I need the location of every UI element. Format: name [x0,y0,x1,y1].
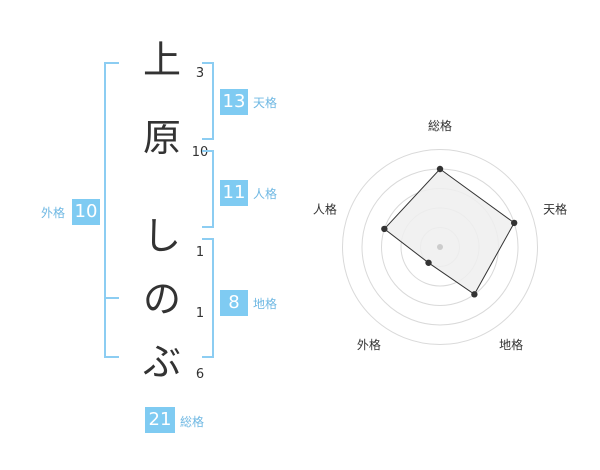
radar-center-dot [437,244,443,250]
name-char-5: ぶ [142,340,181,384]
gaikaku-label: 外格 [41,206,66,220]
radar-axis-label-1: 総格 [428,118,452,133]
radar-axis-label-5: 人格 [313,202,337,217]
soukaku-label: 総格 [180,415,205,429]
stroke-count-5: 6 [195,367,205,382]
name-char-2: 原 [142,116,181,160]
name-char-3: し [142,214,181,258]
tenkaku-label: 天格 [253,96,278,110]
radar-point-1 [436,165,444,173]
chikaku-label: 地格 [253,297,278,311]
radar-axis-label-4: 外格 [357,337,381,352]
jinkaku-bracket [202,150,214,228]
chikaku-value: 8 [220,290,248,316]
tenkaku-value: 13 [220,89,248,115]
radar-point-5 [381,225,388,233]
name-char-4: の [142,277,181,321]
name-char-1: 上 [142,38,181,82]
soukaku-value: 21 [145,407,175,433]
radar-axis-label-3: 地格 [499,337,523,352]
radar-axis-label-2: 天格 [543,202,567,217]
jinkaku-label: 人格 [253,187,278,201]
stroke-count-2: 10 [191,145,209,160]
chikaku-bracket [202,238,214,358]
gaikaku-bracket-split [104,297,119,299]
stroke-count-1: 3 [195,66,205,81]
stroke-count-3: 1 [195,245,205,260]
gaikaku-bracket [104,62,119,358]
tenkaku-bracket [202,62,214,140]
jinkaku-value: 11 [220,180,248,206]
radar-point-4 [425,259,432,266]
gaikaku-value: 10 [72,199,100,225]
radar-point-3 [471,291,478,298]
stroke-count-4: 1 [195,306,205,321]
radar-point-2 [510,219,518,227]
radar-polygon [383,168,515,296]
radar-ring-5 [342,149,538,345]
